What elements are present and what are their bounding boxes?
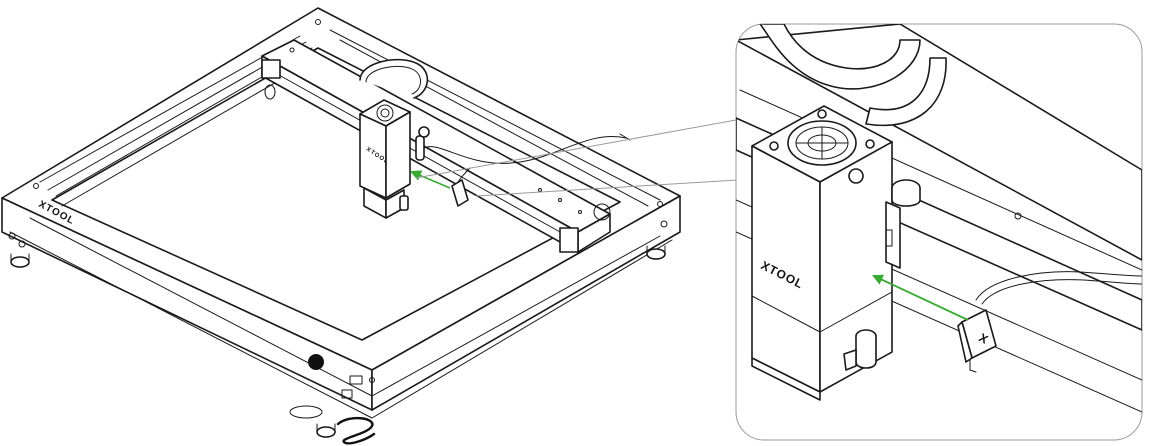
laser-module-big: XTOOL [751, 105, 921, 401]
power-button-icon [308, 354, 324, 370]
foot [316, 426, 336, 438]
foot [646, 248, 666, 260]
laser-module-small: XTOOL [359, 99, 430, 219]
fan-grille-icon [376, 104, 394, 122]
callout-line-top [415, 119, 737, 179]
machine-frame: XTOOL [1, 7, 681, 438]
usb-port-icon [349, 375, 363, 385]
cable-drag-loop [359, 58, 429, 99]
foot [10, 256, 30, 268]
power-port-icon [341, 389, 353, 399]
connect-arrow-big [872, 274, 969, 321]
cable-drag-loop-big [759, 24, 921, 90]
air-assist-connector-small [451, 179, 469, 207]
module-cable-small [423, 136, 627, 164]
module-cable-big [975, 271, 1142, 301]
curved-arrow-icon [336, 416, 376, 445]
zoom-detail: XTOOL X [736, 24, 1142, 413]
callout-line-bottom [475, 179, 739, 197]
connect-arrow-small [409, 170, 451, 189]
nozzle-icon [399, 195, 409, 211]
